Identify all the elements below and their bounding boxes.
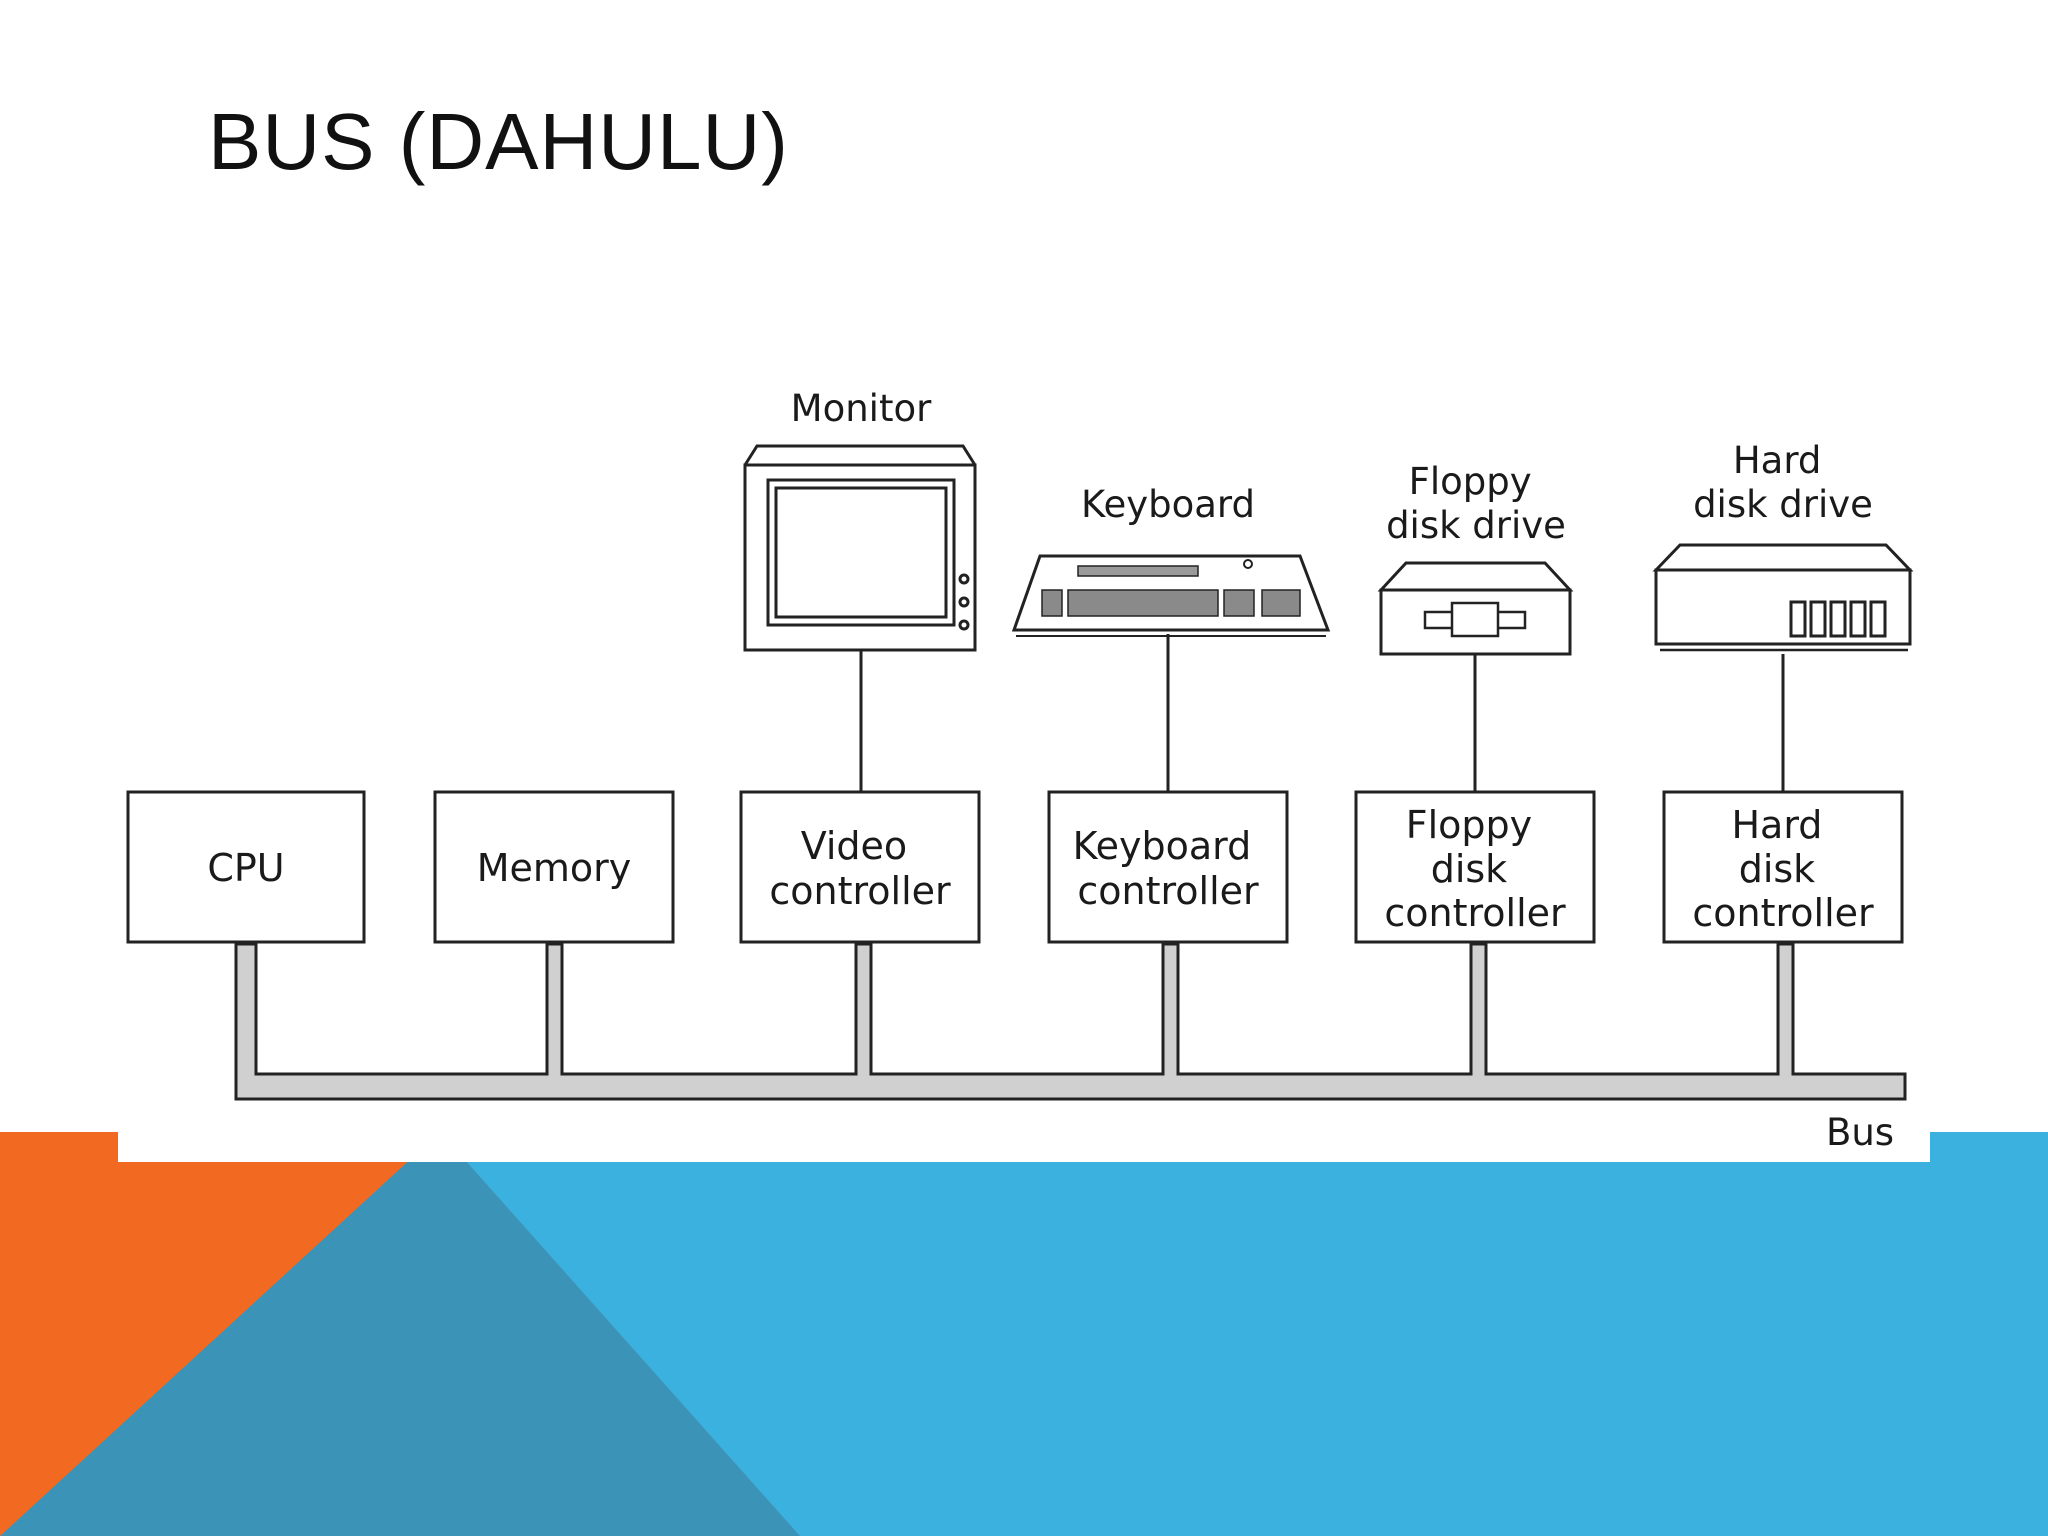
bus-label: Bus xyxy=(1826,1111,1894,1154)
device-connectors xyxy=(859,634,1785,792)
memory-label: Memory xyxy=(477,846,632,890)
hard-disk-controller-label: Hard disk controller xyxy=(1692,803,1874,935)
steel-blue-triangle xyxy=(0,1132,800,1536)
keyboard-label: Keyboard xyxy=(1081,483,1255,526)
keyboard-icon xyxy=(1011,554,1331,637)
system-bus xyxy=(234,942,1907,1101)
controller-boxes xyxy=(126,790,1904,944)
video-controller-label: Video controller xyxy=(769,824,951,913)
floppy-disk-controller-label: Floppy disk controller xyxy=(1384,803,1566,935)
keyboard-controller-box xyxy=(1047,790,1289,944)
keyboard-controller-label: Keyboard controller xyxy=(1073,824,1264,913)
hard-disk-drive-label: Hard disk drive xyxy=(1693,439,1873,526)
hard-disk-controller-box xyxy=(1662,790,1904,944)
hard-disk-drive-icon xyxy=(1652,543,1914,652)
floppy-drive-icon xyxy=(1377,561,1574,656)
floppy-disk-controller-box xyxy=(1354,790,1596,944)
cpu-box xyxy=(126,790,366,944)
memory-box xyxy=(433,790,675,944)
slide-title: BUS (DAHULU) xyxy=(208,97,789,186)
floppy-drive-label: Floppy disk drive xyxy=(1386,460,1566,547)
cpu-label: CPU xyxy=(207,846,284,890)
video-controller-box xyxy=(739,790,981,944)
diagram-panel xyxy=(118,360,1930,1162)
monitor-label: Monitor xyxy=(791,387,932,430)
monitor-icon xyxy=(743,444,977,652)
